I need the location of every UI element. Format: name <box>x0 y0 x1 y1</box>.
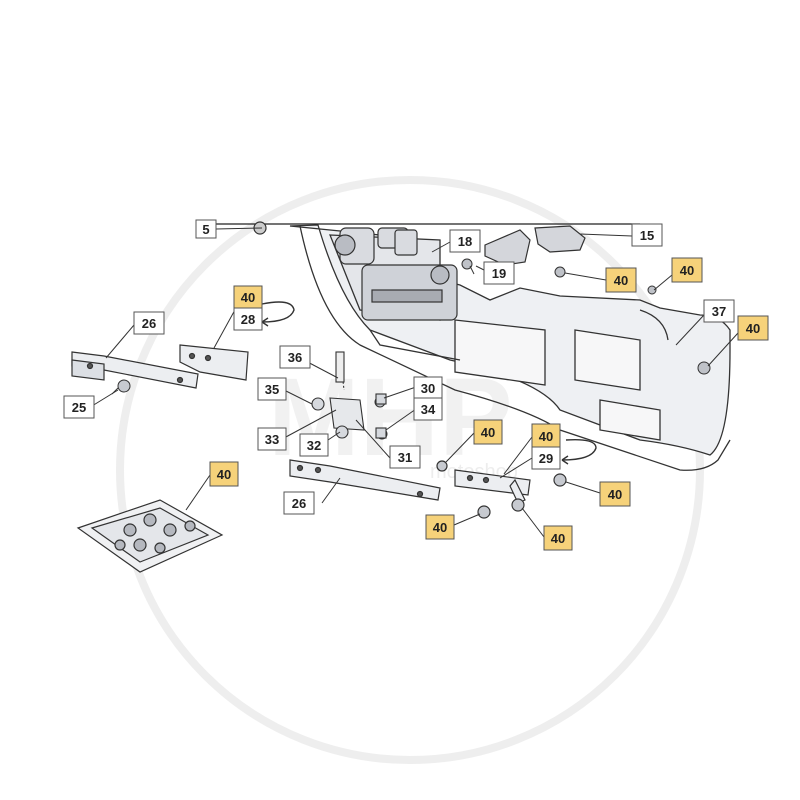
callout-18: 18 <box>449 229 481 253</box>
callout-34: 34 <box>413 397 443 421</box>
callout-40: 40 <box>737 315 769 341</box>
callout-box <box>531 446 561 470</box>
callout-box <box>425 514 455 540</box>
callout-box <box>737 315 769 341</box>
callout-box <box>195 219 217 239</box>
callout-label: 26 <box>142 316 156 331</box>
callout-5: 5 <box>195 219 217 239</box>
callout-label: 25 <box>72 400 86 415</box>
callout-25: 25 <box>63 395 95 419</box>
center-bracket <box>289 459 441 501</box>
callout-label: 40 <box>746 321 760 336</box>
lift-mechanism <box>334 227 458 321</box>
callout-label: 40 <box>608 487 622 502</box>
callout-label: 5 <box>202 222 209 237</box>
callout-label: 40 <box>481 425 495 440</box>
callout-box <box>631 223 663 247</box>
callout-30: 30 <box>413 376 443 400</box>
callout-label: 18 <box>458 234 472 249</box>
callout-layer: 5 18 15 19 40 40 37 40 40 28 26 36 35 30 25 34 33 32 31 40 4… <box>63 219 769 551</box>
callout-label: 35 <box>265 382 279 397</box>
callout-box <box>233 307 263 331</box>
watermark-ring <box>116 176 704 764</box>
callout-26: 26 <box>133 311 165 335</box>
callout-40: 40 <box>473 419 503 445</box>
callout-box <box>605 267 637 293</box>
callout-37: 37 <box>703 299 735 323</box>
callout-40: 40 <box>425 514 455 540</box>
callout-label: 40 <box>680 263 694 278</box>
callout-33: 33 <box>257 427 287 451</box>
callout-40: 40 <box>605 267 637 293</box>
callout-40: 40 <box>543 525 573 551</box>
callout-36: 36 <box>279 345 311 369</box>
callout-label: 40 <box>614 273 628 288</box>
callout-box <box>279 345 311 369</box>
callout-box <box>473 419 503 445</box>
callout-31: 31 <box>389 445 421 469</box>
callout-box <box>449 229 481 253</box>
callout-box <box>257 377 287 401</box>
callout-box <box>133 311 165 335</box>
callout-box <box>209 461 239 487</box>
callout-box <box>63 395 95 419</box>
rotation-arrows <box>261 301 597 465</box>
callout-label: 31 <box>398 450 412 465</box>
callout-label: 33 <box>265 432 279 447</box>
callout-40: 40 <box>671 257 703 283</box>
hardware-bag <box>76 499 224 573</box>
callout-box <box>599 481 631 507</box>
center-parts <box>311 351 387 439</box>
callout-29: 29 <box>531 446 561 470</box>
callout-label: 30 <box>421 381 435 396</box>
callout-box <box>283 491 315 515</box>
callout-label: 36 <box>288 350 302 365</box>
callout-box <box>299 433 329 457</box>
callout-box <box>483 261 515 285</box>
callout-box <box>671 257 703 283</box>
callout-label: 32 <box>307 438 321 453</box>
callout-label: 29 <box>539 451 553 466</box>
callout-40: 40 <box>531 423 561 449</box>
callout-label: 40 <box>551 531 565 546</box>
callout-28: 28 <box>233 307 263 331</box>
callout-label: 40 <box>241 290 255 305</box>
callout-32: 32 <box>299 433 329 457</box>
callout-box <box>257 427 287 451</box>
callout-label: 40 <box>539 429 553 444</box>
callout-label: 15 <box>640 228 654 243</box>
left-brackets <box>71 344 249 389</box>
callout-label: 40 <box>217 467 231 482</box>
callout-box <box>413 397 443 421</box>
callout-label: 37 <box>712 304 726 319</box>
callout-label: 19 <box>492 266 506 281</box>
callout-box <box>389 445 421 469</box>
callout-40: 40 <box>233 285 263 309</box>
callout-40: 40 <box>209 461 239 487</box>
callout-box <box>543 525 573 551</box>
callout-box <box>703 299 735 323</box>
callout-label: 28 <box>241 312 255 327</box>
callout-15: 15 <box>631 223 663 247</box>
callout-19: 19 <box>483 261 515 285</box>
callout-label: 26 <box>292 496 306 511</box>
callout-40: 40 <box>599 481 631 507</box>
callout-26: 26 <box>283 491 315 515</box>
right-bracket <box>436 460 567 519</box>
callout-label: 40 <box>433 520 447 535</box>
callout-35: 35 <box>257 377 287 401</box>
callout-label: 34 <box>421 402 436 417</box>
callout-box <box>531 423 561 449</box>
